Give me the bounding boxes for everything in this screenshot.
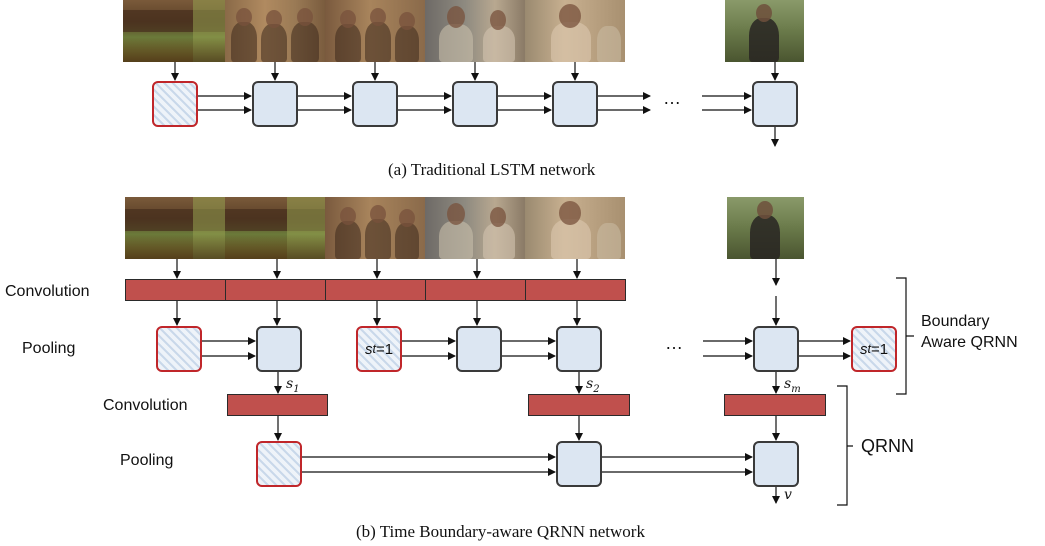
qrnn-node-1 xyxy=(556,441,602,487)
label-convolution-1: Convolution xyxy=(5,283,90,300)
label-pooling-1: Pooling xyxy=(22,340,76,357)
video-frame-b1 xyxy=(125,197,225,259)
caption-a: (a) Traditional LSTM network xyxy=(388,160,596,179)
segment-sm-label: sm xyxy=(784,376,801,395)
qrnn-conv-block-1 xyxy=(227,394,328,416)
pool-node-1 xyxy=(256,326,302,372)
conv-block-5 xyxy=(525,279,626,301)
video-vector-label: v xyxy=(784,487,792,503)
label-boundary-aware-line1: Boundary xyxy=(921,313,990,330)
ellipsis-a: … xyxy=(663,88,681,108)
video-frame-a4 xyxy=(425,0,525,62)
qrnn-conv-block-3 xyxy=(724,394,826,416)
video-frame-a1 xyxy=(123,0,225,62)
brace-boundary-aware xyxy=(896,277,914,395)
lstm-initial-node xyxy=(152,81,198,127)
label-convolution-2: Convolution xyxy=(103,397,188,414)
lstm-node-2 xyxy=(352,81,398,127)
brace-qrnn xyxy=(837,385,853,506)
lstm-node-3 xyxy=(452,81,498,127)
video-frame-b4 xyxy=(425,197,525,259)
ellipsis-b: … xyxy=(665,333,683,353)
segment-s2-label: s2 xyxy=(586,376,600,395)
qrnn-node-2 xyxy=(753,441,799,487)
video-frame-a2 xyxy=(225,0,325,62)
pool-node-2 xyxy=(456,326,502,372)
lstm-node-1 xyxy=(252,81,298,127)
qrnn-initial-node xyxy=(256,441,302,487)
video-frame-b6 xyxy=(727,197,804,259)
label-boundary-aware-line2: Aware QRNN xyxy=(921,334,1018,351)
video-frame-a6 xyxy=(725,0,804,62)
video-frame-b3 xyxy=(325,197,425,259)
label-qrnn: QRNN xyxy=(861,436,914,456)
qrnn-conv-block-2 xyxy=(528,394,630,416)
caption-b: (b) Time Boundary-aware QRNN network xyxy=(356,522,645,541)
lstm-node-last xyxy=(752,81,798,127)
video-frame-b2 xyxy=(225,197,325,259)
pool-node-last xyxy=(753,326,799,372)
pool-node-3 xyxy=(556,326,602,372)
video-frame-b5 xyxy=(525,197,625,259)
video-frame-a3 xyxy=(325,0,425,62)
segment-s1-label: s1 xyxy=(286,376,300,395)
pool-initial-node xyxy=(156,326,202,372)
label-pooling-2: Pooling xyxy=(120,452,174,469)
video-frame-a5 xyxy=(525,0,625,62)
lstm-node-4 xyxy=(552,81,598,127)
